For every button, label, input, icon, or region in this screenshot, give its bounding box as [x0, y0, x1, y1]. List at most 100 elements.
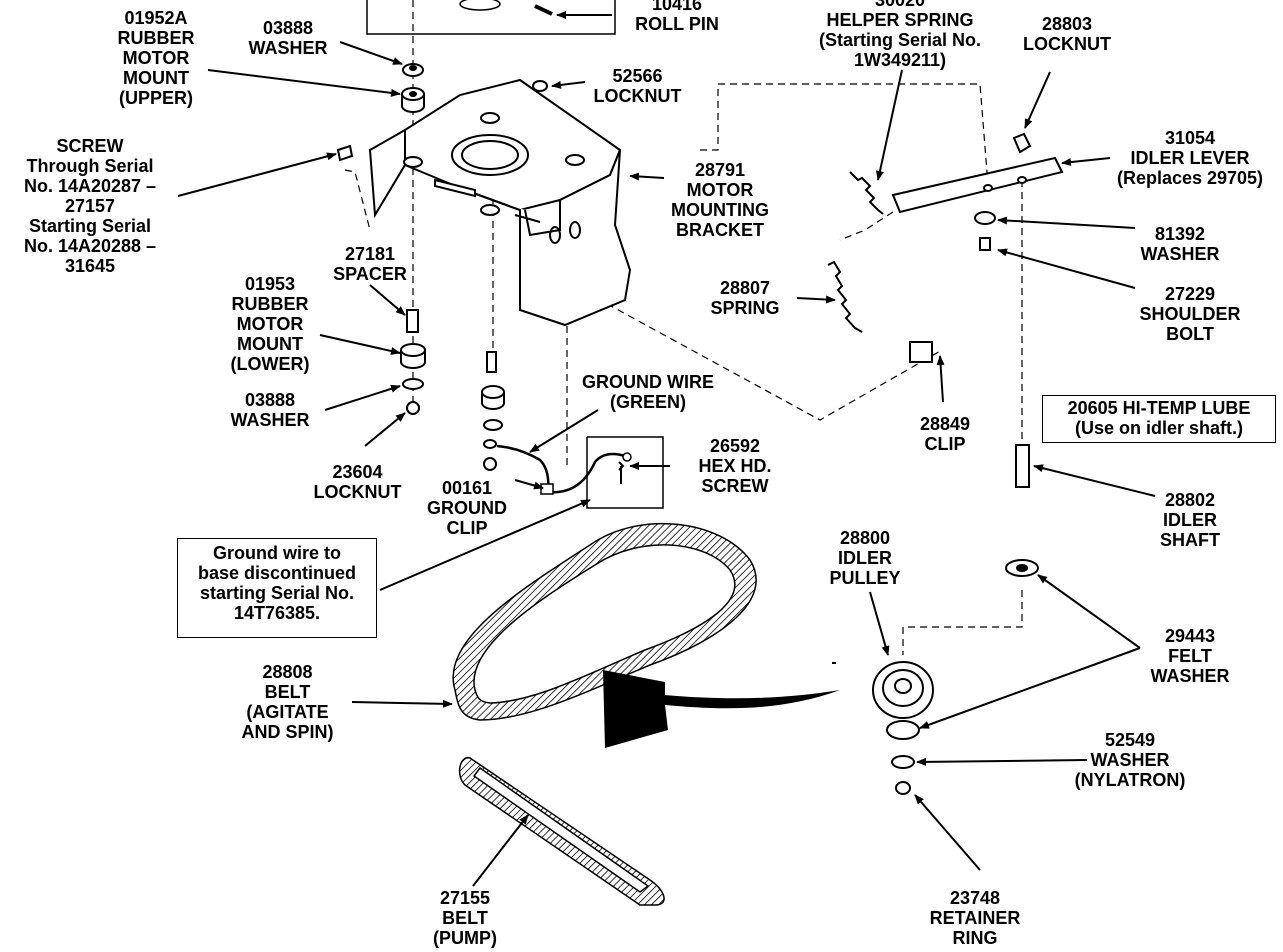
label-hex-hd-screw: 26592 HEX HD. SCREW [685, 436, 785, 496]
part-number: 28791 [694, 160, 746, 180]
part-name: CLIP [924, 434, 966, 454]
part-name: GROUND WIRE [582, 372, 714, 392]
part-note: No. 14A20287 – [23, 176, 157, 196]
part-number: 27229 [1164, 284, 1216, 304]
roll-pin-inset [366, 0, 616, 35]
part-name: SCREW [701, 476, 769, 496]
motor-mounting-bracket [368, 78, 632, 327]
part-number: 10416 [651, 0, 703, 14]
part-number: 27155 [439, 888, 491, 908]
part-name: RUBBER [231, 294, 309, 314]
note-line: (Use on idler shaft.) [1074, 418, 1244, 438]
label-locknut-52566: 52566 LOCKNUT [580, 66, 695, 106]
part-name: SCREW [56, 136, 124, 156]
part-name: FELT [1168, 646, 1212, 666]
part-note: 1W349211) [853, 50, 947, 70]
part-name: IDLER [838, 548, 892, 568]
label-spring: 28807 SPRING [695, 278, 795, 318]
part-name: LOCKNUT [593, 86, 682, 106]
part-number: 23748 [949, 888, 1001, 908]
springs [827, 171, 933, 363]
part-number: 29443 [1164, 626, 1216, 646]
part-name: MOUNT [237, 334, 303, 354]
part-name: MOUNTING [671, 200, 769, 220]
label-washer-lower: 03888 WASHER [220, 390, 320, 430]
part-name: WASHER [1150, 666, 1230, 686]
label-washer-nylatron: 52549 WASHER (NYLATRON) [1055, 730, 1205, 790]
part-name: BRACKET [676, 220, 764, 240]
part-name: SHOULDER [1139, 304, 1241, 324]
part-name: WASHER [248, 38, 328, 58]
label-screw: SCREW Through Serial No. 14A20287 – 2715… [10, 136, 170, 276]
agitate-spin-belt [452, 522, 757, 721]
rotation-arrow [603, 670, 840, 748]
label-helper-spring: 30020 HELPER SPRING (Starting Serial No.… [795, 0, 1005, 70]
part-note: Through Serial [26, 156, 154, 176]
part-name: WASHER [230, 410, 310, 430]
idler-lever-parts [891, 132, 1064, 251]
label-idler-shaft: 28802 IDLER SHAFT [1145, 490, 1235, 550]
part-name: BELT [264, 682, 311, 702]
part-number: 81392 [1154, 224, 1206, 244]
part-number: 03888 [262, 18, 314, 38]
ground-wire-discontinued-note: Ground wire to base discontinued startin… [177, 538, 377, 638]
label-idler-pulley: 28800 IDLER PULLEY [815, 528, 915, 588]
part-name: LOCKNUT [313, 482, 402, 502]
part-name: WASHER [1090, 750, 1170, 770]
leader-lines [177, 11, 1156, 887]
part-name: RUBBER [117, 28, 195, 48]
part-name: HEX HD. [698, 456, 772, 476]
part-number: 31054 [1164, 128, 1216, 148]
label-locknut-23604: 23604 LOCKNUT [305, 462, 410, 502]
upper-washer-and-mount [336, 63, 548, 162]
note-line: 14T76385. [233, 603, 321, 623]
part-number: 52549 [1104, 730, 1156, 750]
part-name: MOTOR [122, 48, 190, 68]
label-locknut-28803: 28803 LOCKNUT [1012, 14, 1122, 54]
part-name: WASHER [1140, 244, 1220, 264]
hex-screw-inset [586, 436, 664, 509]
lube-note: 20605 HI-TEMP LUBE (Use on idler shaft.) [1042, 395, 1276, 443]
part-number: 52566 [612, 66, 663, 86]
label-idler-lever: 31054 IDLER LEVER (Replaces 29705) [1100, 128, 1280, 188]
part-name: PULLEY [829, 568, 901, 588]
lower-mount-stack [400, 309, 505, 471]
label-retainer-ring: 23748 RETAINER RING [915, 888, 1035, 948]
part-number: 01952A [124, 8, 188, 28]
label-washer-81392: 81392 WASHER [1130, 224, 1230, 264]
part-name: (AGITATE [246, 702, 329, 722]
label-belt-agitate-spin: 28808 BELT (AGITATE AND SPIN) [230, 662, 345, 742]
part-name: MOTOR [686, 180, 754, 200]
part-name: IDLER [1163, 510, 1217, 530]
part-number: 01953 [244, 274, 296, 294]
part-name: ROLL PIN [635, 14, 719, 34]
part-name: CLIP [446, 518, 488, 538]
part-name: RING [952, 928, 998, 948]
part-number: 27181 [344, 244, 396, 264]
part-name: AND SPIN) [241, 722, 334, 742]
label-felt-washer: 29443 FELT WASHER [1135, 626, 1245, 686]
part-name: (LOWER) [230, 354, 310, 374]
part-name: HELPER SPRING [826, 10, 974, 30]
part-name: SHAFT [1160, 530, 1220, 550]
note-line: starting Serial No. [199, 583, 355, 603]
note-line: base discontinued [197, 563, 357, 583]
part-name: MOUNT [123, 68, 189, 88]
part-name: SPRING [710, 298, 780, 318]
part-name: MOTOR [236, 314, 304, 334]
label-roll-pin: 10416 ROLL PIN [622, 0, 732, 34]
part-name: GROUND [427, 498, 507, 518]
label-shoulder-bolt: 27229 SHOULDER BOLT [1135, 284, 1245, 344]
note-line: Ground wire to [213, 543, 341, 563]
part-note: (Starting Serial No. [818, 30, 982, 50]
label-belt-pump: 27155 BELT (PUMP) [415, 888, 515, 948]
part-name: BOLT [1166, 324, 1214, 344]
label-ground-clip: 00161 GROUND CLIP [412, 478, 522, 538]
part-number: 28808 [262, 662, 313, 682]
part-number: 26592 [709, 436, 761, 456]
part-name: RETAINER [929, 908, 1021, 928]
part-note: 31645 [64, 256, 116, 276]
part-name: SPACER [333, 264, 407, 284]
part-note: (NYLATRON) [1074, 770, 1186, 790]
